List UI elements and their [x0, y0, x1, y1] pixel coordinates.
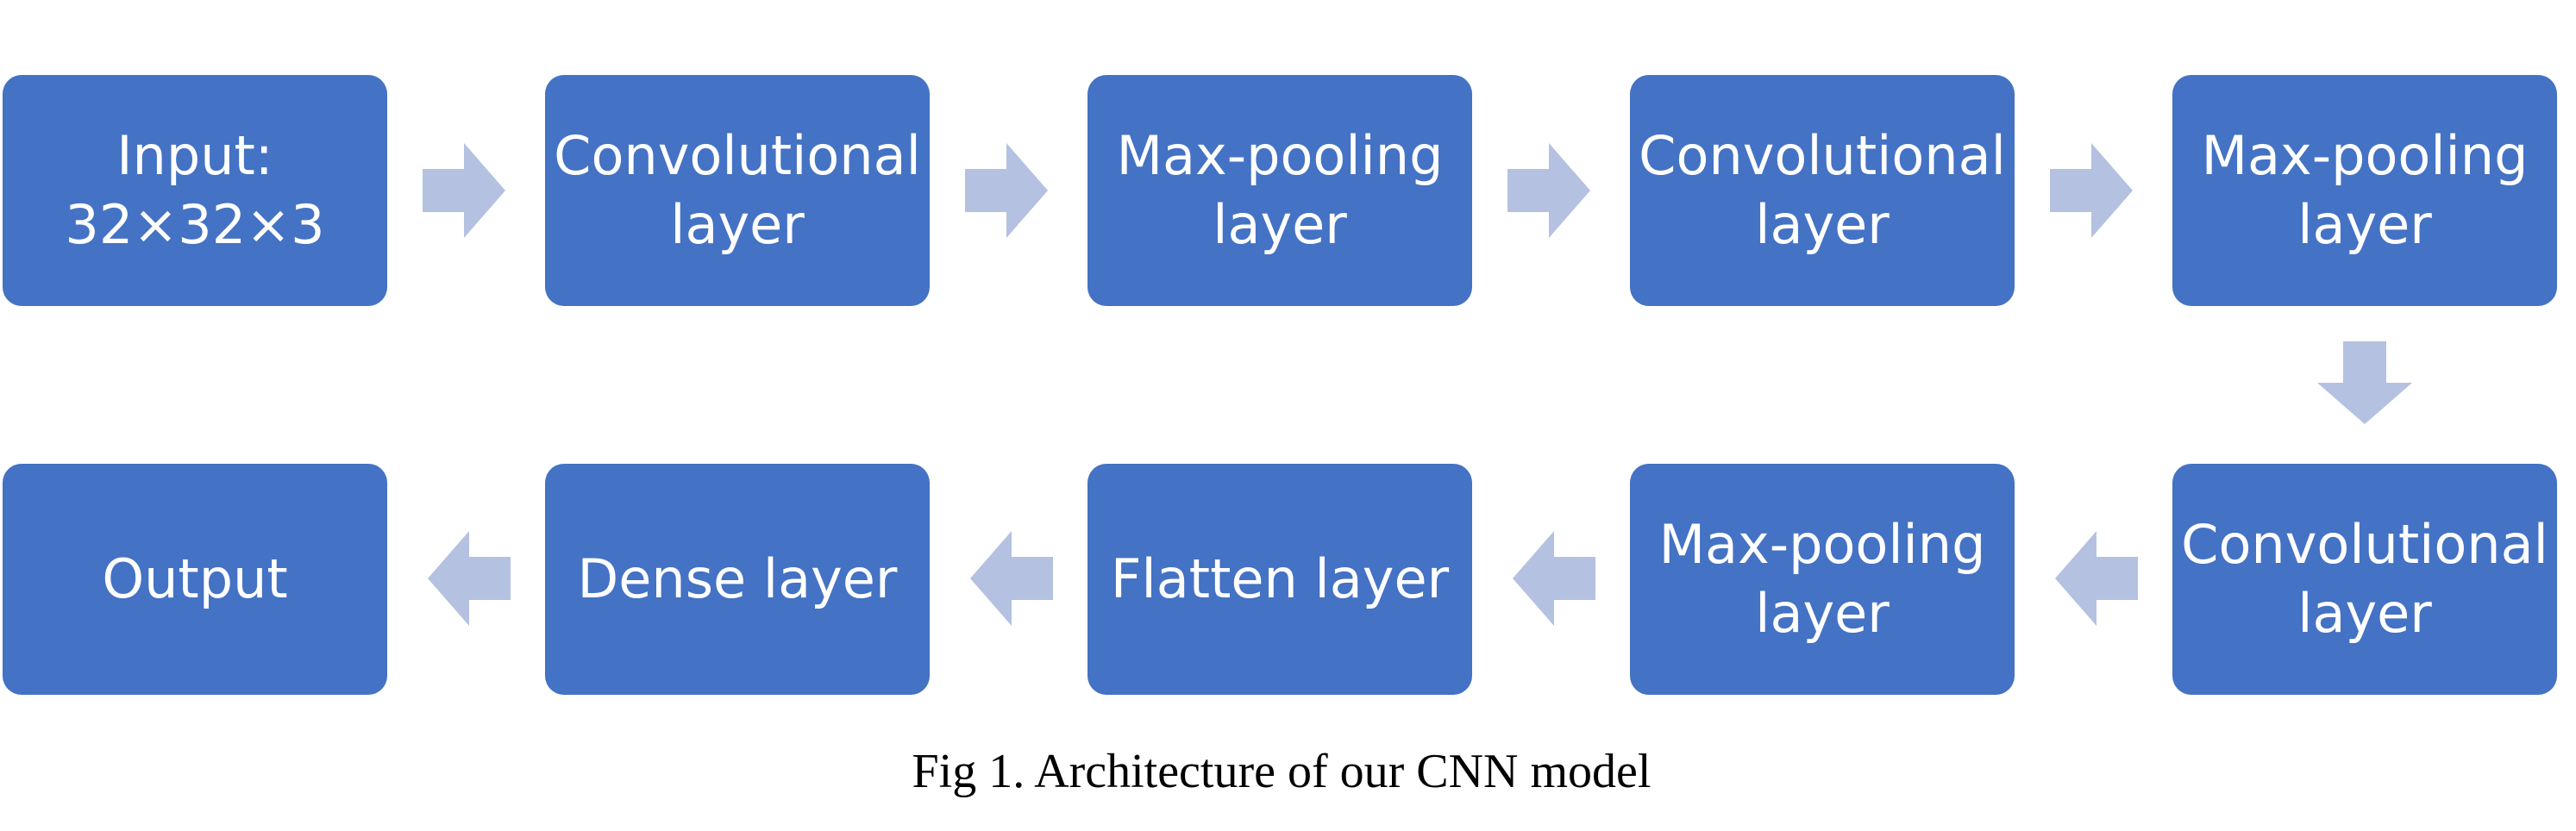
node-pool1-line-1: Max-pooling — [1116, 124, 1444, 187]
node-conv3: Convolutional layer — [2172, 464, 2557, 695]
node-pool3-line-2: layer — [1755, 582, 1890, 645]
node-pool3: Max-pooling layer — [1630, 464, 2015, 695]
node-conv2-line-2: layer — [1755, 193, 1890, 256]
node-dense: Dense layer — [545, 464, 930, 695]
node-pool2: Max-pooling layer — [2172, 75, 2557, 306]
node-flatten-line-1: Flatten layer — [1110, 547, 1450, 610]
figure-caption: Fig 1. Architecture of our CNN model — [912, 745, 1652, 798]
node-conv3-line-1: Convolutional — [2181, 513, 2548, 576]
node-pool1-line-2: layer — [1213, 193, 1347, 256]
arrow-right-icon — [2050, 143, 2133, 238]
arrow-left-icon — [1513, 531, 1595, 626]
node-output-line-1: Output — [102, 547, 288, 610]
node-conv2-line-1: Convolutional — [1639, 124, 2006, 187]
node-conv1: Convolutional layer — [545, 75, 930, 306]
node-pool2-line-1: Max-pooling — [2201, 124, 2529, 187]
node-input-line-1: Input: — [116, 124, 273, 187]
node-dense-line-1: Dense layer — [577, 547, 898, 610]
arrow-left-icon — [2055, 531, 2138, 626]
node-conv3-line-2: layer — [2297, 582, 2432, 645]
arrow-right-icon — [1507, 143, 1590, 238]
arrow-left-icon — [428, 531, 511, 626]
node-pool2-line-2: layer — [2297, 193, 2432, 256]
node-pool1: Max-pooling layer — [1087, 75, 1472, 306]
arrow-down-icon — [2317, 341, 2412, 424]
node-input: Input: 32×32×3 — [3, 75, 387, 306]
arrow-left-icon — [970, 531, 1053, 626]
node-output: Output — [3, 464, 387, 695]
node-conv2: Convolutional layer — [1630, 75, 2015, 306]
arrow-right-icon — [965, 143, 1048, 238]
node-input-line-2: 32×32×3 — [65, 193, 325, 256]
node-conv1-line-2: layer — [670, 193, 805, 256]
arrow-right-icon — [423, 143, 505, 238]
node-conv1-line-1: Convolutional — [554, 124, 921, 187]
node-flatten: Flatten layer — [1087, 464, 1472, 695]
node-pool3-line-1: Max-pooling — [1658, 513, 1986, 576]
